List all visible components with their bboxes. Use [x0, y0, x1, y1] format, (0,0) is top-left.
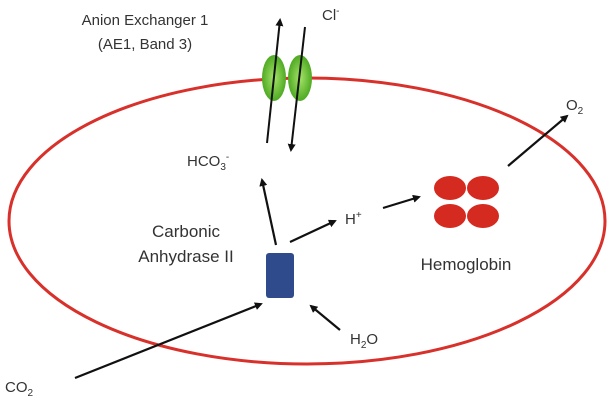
bicarbonate-export-arrow: [266, 18, 284, 144]
oxygen-label: O2: [566, 97, 584, 117]
bicarbonate-label: HCO3-: [187, 152, 229, 173]
hemoglobin-icon: [434, 176, 499, 228]
cell-membrane: [7, 76, 607, 366]
carbonic-anhydrase-block: [266, 253, 294, 298]
co2-entry-arrow: [74, 302, 263, 380]
water-arrow: [309, 304, 341, 331]
anion-exchanger-label: Anion Exchanger 1: [82, 12, 209, 29]
water-label: H2O: [350, 331, 378, 351]
enzyme-sublabel: Anhydrase II: [138, 247, 233, 266]
oxygen-release-arrow: [507, 114, 569, 167]
proton-to-hemoglobin-arrow: [382, 194, 421, 210]
anion-exchanger-sublabel: (AE1, Band 3): [98, 36, 192, 53]
enzyme-to-proton-arrow: [289, 219, 337, 243]
hemoglobin-label: Hemoglobin: [421, 255, 512, 274]
chloride-import-arrow: [287, 26, 306, 152]
chloride-label: Cl-: [322, 6, 340, 24]
enzyme-to-bicarbonate-arrow: [259, 178, 278, 246]
enzyme-label: Carbonic: [152, 222, 221, 241]
co2-label: CO2: [5, 379, 34, 399]
proton-label: H+: [345, 210, 362, 228]
